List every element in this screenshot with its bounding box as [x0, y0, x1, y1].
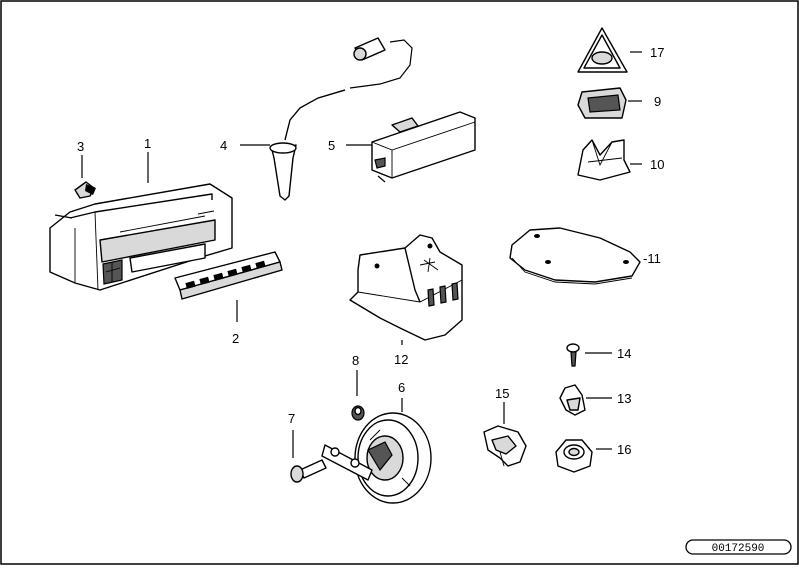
- leader-lines: [81, 51, 642, 458]
- reference-number: 00172590: [712, 543, 765, 555]
- callout-17: 17: [650, 45, 664, 60]
- part-7-bolt: [290, 444, 373, 483]
- callout-16: 16: [617, 442, 631, 457]
- callout-9: 9: [654, 94, 661, 109]
- callout-5: 5: [328, 138, 335, 153]
- part-15-cable-clip: [483, 425, 527, 467]
- part-10-clamp: [577, 139, 631, 181]
- callout-10: 10: [650, 157, 664, 172]
- part-2-button-strip: [174, 251, 283, 300]
- part-11-plate: [509, 227, 641, 285]
- callout-11: -11: [643, 251, 661, 266]
- part-4-sensor: [269, 37, 413, 201]
- part-3-bulb: [74, 181, 96, 199]
- part-13-clip-nut: [559, 384, 586, 416]
- part-16-hex-nut: [555, 439, 593, 473]
- part-12-bracket: [349, 234, 463, 341]
- callout-12: 12: [394, 352, 408, 367]
- part-6-horn: [354, 412, 432, 504]
- callout-7: 7: [288, 411, 295, 426]
- reference-number-box: 00172590: [685, 539, 792, 555]
- part-5-module: [371, 111, 476, 183]
- callout-8: 8: [352, 353, 359, 368]
- part-17-warning-label: [577, 27, 628, 73]
- part-14-screw: [566, 343, 580, 367]
- part-1-control-unit: [49, 183, 233, 291]
- callout-4: 4: [220, 138, 227, 153]
- callout-13: 13: [617, 391, 631, 406]
- part-8-nut: [351, 405, 365, 421]
- callout-15: 15: [495, 386, 509, 401]
- callout-2: 2: [232, 331, 239, 346]
- callout-3: 3: [77, 139, 84, 154]
- part-9-sleeve: [577, 87, 627, 119]
- callout-1: 1: [144, 136, 151, 151]
- callout-14: 14: [617, 346, 631, 361]
- callout-labels: 17 9 10 -11 1 3 4 5 2 12 8 6 7 15 14 13 …: [77, 45, 664, 457]
- callout-6: 6: [398, 380, 405, 395]
